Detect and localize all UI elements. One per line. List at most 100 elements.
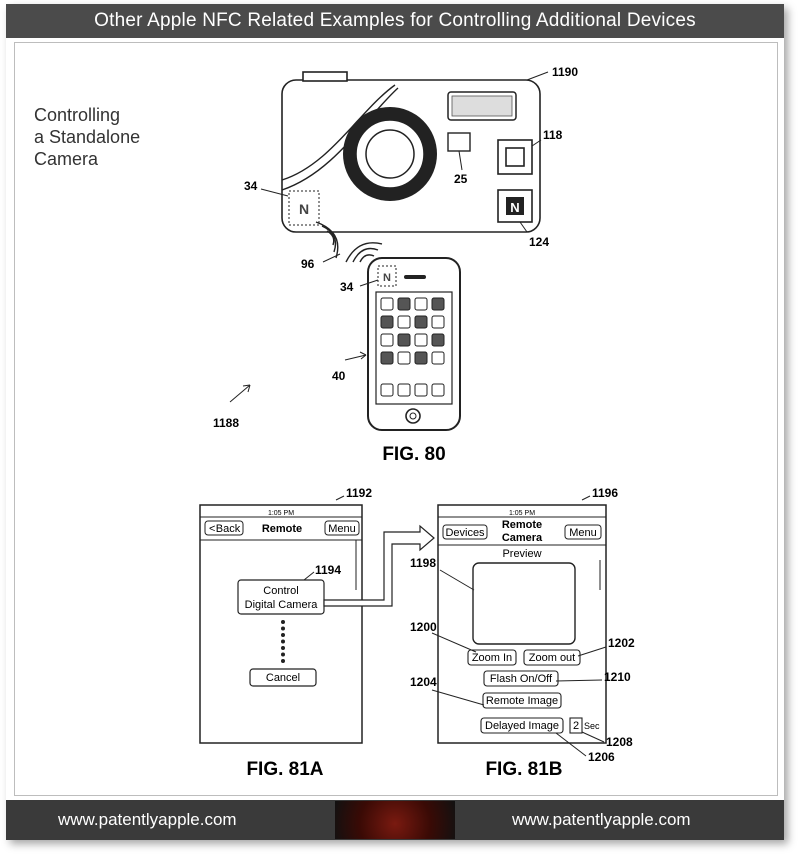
leader-124 [519, 221, 528, 233]
app-icon [397, 333, 411, 347]
app-icon [414, 315, 428, 329]
fig81a-menu-button[interactable] [324, 520, 360, 536]
camera-nfc-icon: N [497, 189, 533, 223]
fig81a-status-time: 1:05 PM [268, 510, 294, 517]
ellipsis-dot [281, 633, 285, 637]
ref-124: 124 [529, 235, 549, 249]
leader-1194 [303, 571, 315, 581]
fig81a-control-line2: Digital Camera [245, 599, 319, 611]
fig81b-delay-value: 2 [573, 720, 579, 732]
fig81a-title: Remote [262, 523, 302, 535]
fig81b-zoom-out-label: Zoom out [529, 652, 575, 664]
app-icon [380, 297, 394, 311]
ref-96: 96 [301, 257, 315, 271]
dock-icon [380, 383, 394, 397]
ellipsis-dot [281, 646, 285, 650]
ref-34-camera: 34 [244, 179, 258, 193]
fig81b-zoom-in-button[interactable] [467, 649, 517, 666]
fig81a-cancel-label: Cancel [266, 672, 300, 684]
leader-118 [531, 139, 542, 147]
fig81a-ellipsis [281, 620, 285, 663]
flow-arrow [323, 524, 435, 607]
side-caption-line2: a Standalone [34, 127, 141, 147]
svg-text:N: N [383, 272, 391, 284]
ref-1192: 1192 [346, 486, 372, 500]
leader-1192 [335, 495, 345, 501]
fig81a-control-line1: Control [263, 585, 298, 597]
app-icon [380, 351, 394, 365]
camera-sensor [447, 132, 471, 152]
leader-1208 [581, 731, 605, 743]
fig81b-menu-button[interactable] [564, 524, 602, 540]
leader-1210 [555, 679, 603, 682]
leader-25 [458, 150, 463, 171]
fig81a-back-chevron: < [209, 523, 215, 535]
leader-1202 [577, 646, 607, 657]
fig81b-title-line1: Remote [502, 519, 542, 531]
ref-1190: 1190 [552, 65, 578, 79]
app-icon [431, 333, 445, 347]
app-icon [414, 297, 428, 311]
fig81b-devices-button[interactable] [442, 524, 488, 540]
footer-link-left[interactable]: www.patentlyapple.com [58, 810, 237, 829]
app-icon [397, 315, 411, 329]
content-border [14, 42, 778, 796]
leader-1200 [431, 632, 477, 653]
patent-diagram: N N N 1190 118 124 25 34 96 34 40 118 [199, 65, 635, 780]
fig81b-delay-field[interactable] [569, 717, 583, 734]
camera-button [497, 139, 533, 175]
fig81b-delayed-image-button[interactable] [480, 717, 564, 734]
leader-34-phone [359, 279, 379, 287]
phone-nfc-tag: N [377, 265, 397, 287]
leader-34-camera [260, 188, 289, 197]
ref-1198: 1198 [410, 556, 436, 570]
camera-flash [447, 91, 517, 121]
fig81b-status-time: 1:05 PM [509, 510, 535, 517]
leader-1188 [229, 384, 251, 403]
fig81a-control-button[interactable] [237, 579, 325, 615]
leader-1206 [555, 732, 587, 757]
leader-96 [322, 253, 341, 263]
app-icon [414, 333, 428, 347]
fig81b-caption: FIG. 81B [485, 759, 562, 780]
ellipsis-dot [281, 626, 285, 631]
dock-icon [431, 383, 445, 397]
fig81a-cancel-button[interactable] [249, 668, 317, 687]
app-icon [431, 297, 445, 311]
fig81b-zoom-out-button[interactable] [523, 649, 581, 666]
fig81b-remote-image-button[interactable] [482, 692, 562, 709]
arrow-40 [359, 351, 367, 360]
site-logo [335, 801, 455, 839]
svg-text:N: N [299, 201, 309, 217]
fig81a-menu-label: Menu [328, 523, 356, 535]
ref-118: 118 [543, 128, 563, 142]
ellipsis-dot [281, 659, 285, 663]
fig81b-preview-box [472, 562, 576, 645]
ref-1206: 1206 [588, 750, 615, 764]
arrow-1188 [242, 384, 251, 393]
fig81b-delay-unit: Sec [584, 721, 600, 731]
ref-1202: 1202 [608, 636, 635, 650]
footer-link-right[interactable]: www.patentlyapple.com [512, 810, 691, 829]
fig81a-back-label: Back [216, 523, 241, 535]
camera-lens [343, 107, 437, 201]
app-icon [380, 315, 394, 329]
camera-nfc-tag: N [288, 190, 320, 226]
dock-icon [414, 383, 428, 397]
ref-1204: 1204 [410, 675, 437, 689]
side-caption-line1: Controlling [34, 105, 121, 125]
side-caption-line3: Camera [34, 149, 99, 169]
app-icon [431, 315, 445, 329]
fig81b-delayed-image-label: Delayed Image [485, 720, 559, 732]
phone-app-grid [380, 297, 445, 397]
app-icon [397, 351, 411, 365]
svg-text:N: N [510, 200, 519, 215]
leader-1198 [439, 569, 475, 591]
ref-1200: 1200 [410, 620, 437, 634]
fig81a-back-button[interactable] [204, 520, 244, 536]
ellipsis-dot [281, 639, 285, 644]
fig81b-menu-label: Menu [569, 527, 597, 539]
fig81b-flash-button[interactable] [483, 670, 559, 687]
page-title: Other Apple NFC Related Examples for Con… [6, 4, 784, 38]
app-icon [431, 351, 445, 365]
